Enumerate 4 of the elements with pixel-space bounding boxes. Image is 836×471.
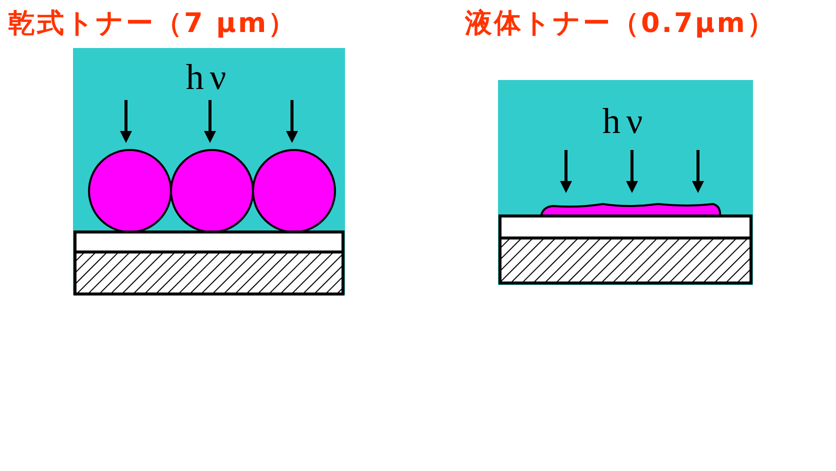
- panel-title: 液体トナー（0.7μm）: [465, 8, 776, 40]
- light-label: hν: [602, 102, 649, 140]
- light-label: hν: [186, 58, 232, 96]
- panel-title: 乾式トナー（7 μm）: [8, 8, 298, 40]
